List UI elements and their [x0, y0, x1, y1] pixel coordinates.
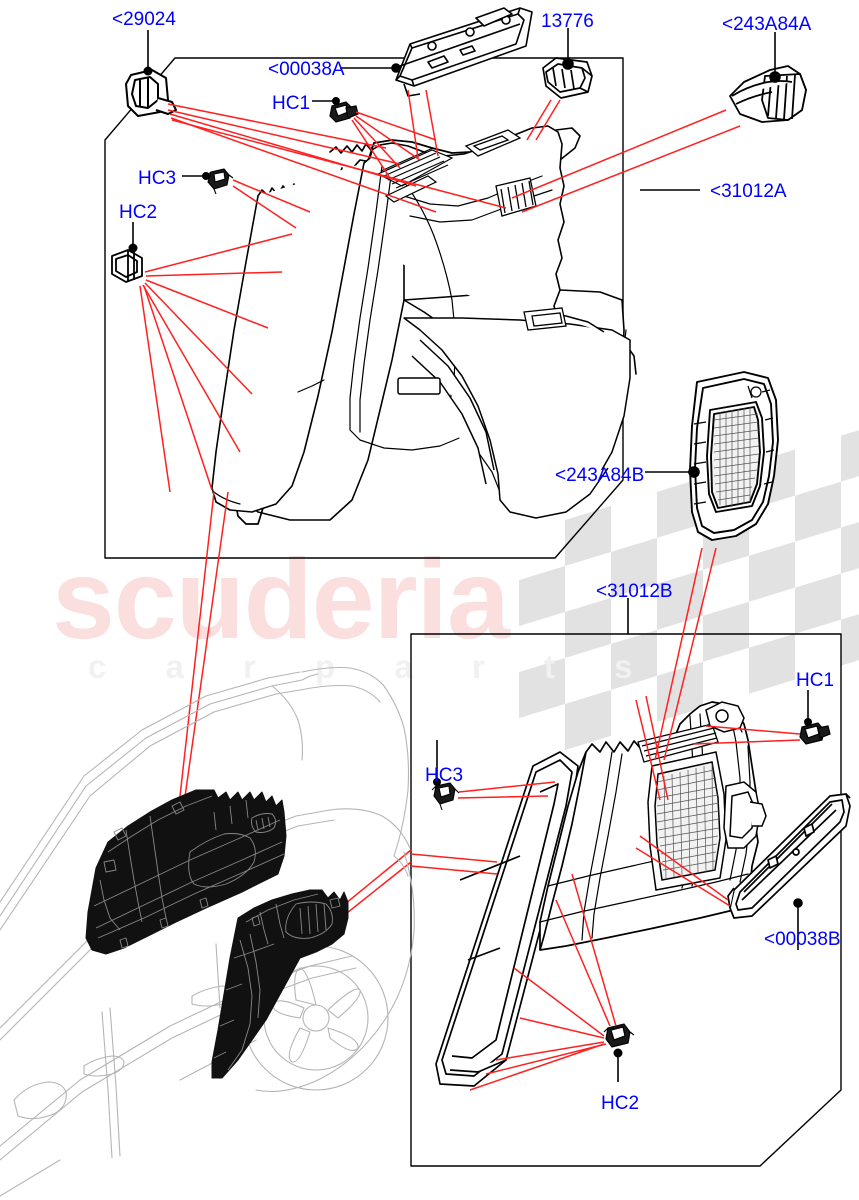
leader-dot-00038A — [391, 63, 401, 73]
watermark-brand: scuderia — [52, 536, 510, 662]
callout-243A84B[interactable]: <243A84B — [555, 465, 645, 486]
part-31012A-sill — [397, 311, 631, 519]
part-31012A-speaker-grille — [376, 147, 454, 203]
icon-clip-HC3-lower — [431, 782, 460, 811]
part-31012A-switch-bezel — [464, 129, 522, 157]
vehicle-highlight-panel-upper-detail — [93, 795, 285, 949]
callout-31012B[interactable]: <31012B — [596, 581, 673, 602]
callout-31012A[interactable]: <31012A — [710, 181, 787, 202]
watermark-tagline: c a r p a r t s — [88, 648, 658, 685]
leader-dot-13776 — [562, 58, 574, 70]
vehicle-highlight-panel-upper — [85, 789, 287, 955]
part-243A84A-vent — [729, 65, 807, 123]
icon-clip-HC1-lower — [799, 722, 831, 745]
icon-clip-HC2-lower — [603, 1023, 635, 1048]
callout-HC1-upper[interactable]: HC1 — [272, 93, 311, 114]
part-31012B-pillar-trim — [435, 751, 579, 1087]
part-00038A-finisher — [395, 7, 533, 97]
lower-group-frame — [410, 633, 842, 1167]
part-243A84B-details — [693, 385, 775, 505]
red-leader-lines-to-vehicle — [175, 491, 229, 833]
part-243A84B-mesh — [713, 407, 760, 507]
callout-HC2-upper[interactable]: HC2 — [119, 202, 158, 223]
vehicle-highlight-panel-lower — [211, 889, 349, 1079]
part-31012A-storage-recess — [523, 307, 567, 331]
part-31012B-housing — [705, 701, 767, 849]
callout-HC3-upper[interactable]: HC3 — [138, 168, 177, 189]
red-leader-lines-upper — [139, 89, 741, 493]
leader-dot-243A84A — [769, 71, 781, 83]
upper-group-frame — [104, 57, 624, 559]
callout-29024[interactable]: <29024 — [112, 9, 176, 30]
callout-HC3-lower[interactable]: HC3 — [425, 765, 464, 786]
callout-243A84A[interactable]: <243A84A — [722, 14, 812, 35]
callout-00038B[interactable]: <00038B — [764, 929, 841, 950]
callout-13776[interactable]: 13776 — [541, 11, 594, 32]
vehicle-highlight-panel-lower-detail — [213, 893, 341, 1071]
callout-HC2-lower[interactable]: HC2 — [601, 1093, 640, 1114]
icon-clip-HC1-upper — [329, 101, 359, 123]
red-leader-lines-243A84B — [654, 547, 717, 761]
part-13776-lamp — [542, 57, 593, 99]
vehicle-outline — [0, 666, 415, 1197]
leader-dot-00038B — [793, 898, 803, 908]
icon-clip-HC3-upper — [205, 168, 234, 195]
part-00038B-finisher — [727, 793, 851, 919]
leader-dot-243A84B — [688, 466, 700, 478]
part-31012B-vent-mesh — [656, 763, 720, 879]
callout-00038A[interactable]: <00038A — [268, 59, 345, 80]
callout-HC1-lower[interactable]: HC1 — [796, 670, 835, 691]
icon-clip-HC2-upper — [111, 249, 143, 283]
